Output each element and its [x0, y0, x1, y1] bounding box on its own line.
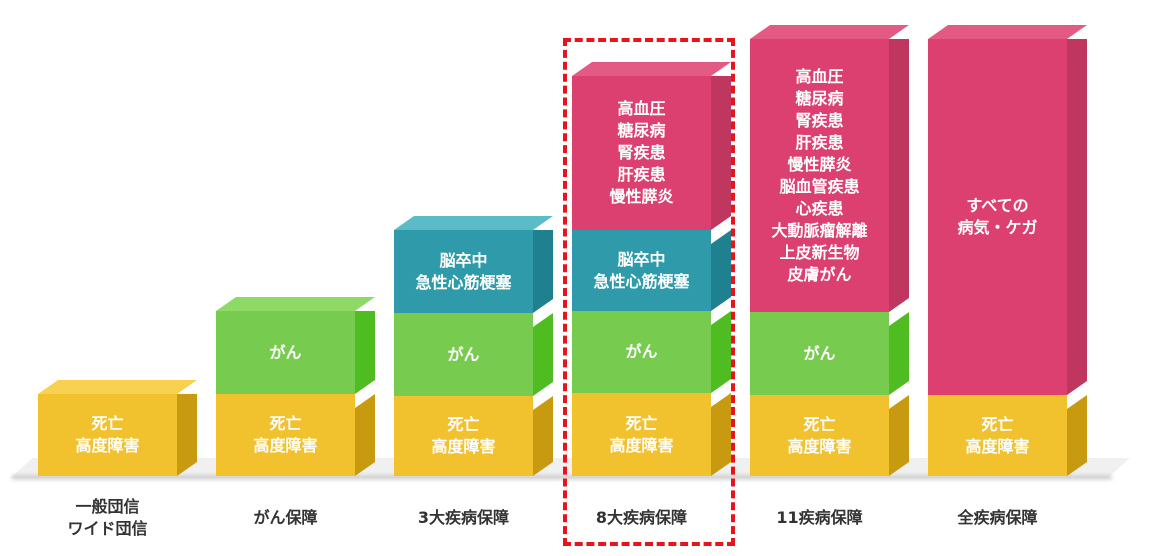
plan-label-line: 11疾病保障	[776, 508, 863, 527]
segment-side-face	[711, 230, 731, 311]
plan-label-line: 全疾病保障	[957, 508, 1038, 527]
plan-label-line: 一般団信	[75, 497, 140, 516]
segment-side-face	[889, 395, 909, 476]
segment-text: 腎疾患	[617, 143, 666, 162]
segment-text: 上皮新生物	[779, 242, 860, 262]
segment-text: 高血圧	[795, 66, 844, 86]
segment-text: 大動脈瘤解離	[771, 220, 868, 240]
segment-stroke: 脳卒中急性心筋梗塞	[572, 230, 711, 311]
bar-top-face	[572, 62, 731, 76]
segment-disease: 高血圧糖尿病腎疾患肝疾患慢性膵炎脳血管疾患心疾患大動脈瘤解離上皮新生物皮膚がん	[750, 39, 889, 312]
highlight-dashed-box	[563, 38, 735, 546]
segment-side-face	[355, 311, 375, 394]
plan-label: 3大疾病保障	[394, 507, 533, 529]
plan-label: 一般団信ワイド団信	[38, 496, 177, 540]
segment-text: 高度障害	[253, 436, 318, 455]
segment-text: 糖尿病	[795, 88, 844, 108]
segment-text: 脳卒中	[439, 250, 488, 270]
plan-label-line: 8大疾病保障	[595, 508, 688, 527]
segment-text: 急性心筋梗塞	[415, 272, 512, 292]
segment-side-face	[711, 311, 731, 393]
segment-text: 死亡	[625, 413, 658, 433]
segment-text: 慢性膵炎	[609, 187, 674, 206]
segment-text: 高度障害	[609, 435, 674, 455]
segment-text: がん	[269, 342, 302, 362]
segment-text: すべての	[966, 196, 1029, 215]
segment-side-face	[533, 230, 553, 313]
segment-side-face	[1067, 395, 1087, 476]
segment-side-face	[711, 76, 731, 230]
segment-text: 高血圧	[617, 99, 666, 118]
segment-text: がん	[447, 344, 480, 364]
plan-label-line: ワイド団信	[67, 519, 148, 538]
segment-disease: 高血圧糖尿病腎疾患肝疾患慢性膵炎	[572, 76, 711, 230]
segment-disease: すべての病気・ケガ	[928, 39, 1067, 395]
segment-text: 急性心筋梗塞	[593, 271, 690, 291]
plan-label: 8大疾病保障	[572, 507, 711, 529]
segment-text: 死亡	[981, 414, 1014, 434]
bar-top-face	[394, 216, 553, 230]
segment-text: がん	[625, 342, 658, 361]
segment-stroke: 脳卒中急性心筋梗塞	[394, 230, 533, 313]
bar-top-face	[38, 380, 197, 394]
plan-label: 全疾病保障	[928, 507, 1067, 529]
segment-side-face	[1067, 39, 1087, 395]
segment-side-face	[533, 396, 553, 476]
plan-label-line: 3大疾病保障	[417, 508, 510, 527]
segment-text: 高度障害	[431, 437, 496, 456]
segment-side-face	[889, 312, 909, 395]
segment-death: 死亡高度障害	[38, 394, 177, 476]
segment-text: がん	[803, 343, 836, 363]
segment-death: 死亡高度障害	[394, 396, 533, 476]
segment-death: 死亡高度障害	[572, 393, 711, 476]
segment-text: 高度障害	[75, 436, 140, 455]
segment-text: 死亡	[803, 414, 836, 434]
segment-side-face	[355, 394, 375, 476]
plan-label: 11疾病保障	[750, 507, 889, 529]
segment-side-face	[533, 313, 553, 396]
segment-text: 死亡	[447, 415, 480, 434]
segment-cancer: がん	[750, 312, 889, 395]
segment-side-face	[711, 393, 731, 476]
plan-label: がん保障	[216, 507, 355, 529]
segment-text: 脳血管疾患	[779, 176, 860, 196]
segment-text: 脳卒中	[617, 249, 666, 269]
segment-cancer: がん	[216, 311, 355, 394]
segment-text: 高度障害	[965, 436, 1030, 456]
bar-top-face	[928, 25, 1087, 39]
bar-top-face	[216, 297, 375, 311]
segment-side-face	[889, 39, 909, 312]
segment-text: 腎疾患	[795, 110, 844, 130]
segment-text: 心疾患	[795, 198, 844, 218]
segment-text: 死亡	[269, 414, 302, 433]
segment-text: 慢性膵炎	[787, 154, 852, 174]
segment-cancer: がん	[394, 313, 533, 396]
segment-death: 死亡高度障害	[216, 394, 355, 476]
segment-cancer: がん	[572, 311, 711, 393]
segment-text: 肝疾患	[795, 132, 844, 152]
floor-shadow	[12, 476, 1112, 479]
segment-text: 糖尿病	[617, 121, 666, 140]
segment-text: 肝疾患	[617, 165, 666, 184]
plan-label-line: がん保障	[253, 508, 318, 527]
segment-death: 死亡高度障害	[928, 395, 1067, 476]
segment-side-face	[177, 394, 197, 476]
segment-text: 病気・ケガ	[957, 218, 1038, 237]
segment-death: 死亡高度障害	[750, 395, 889, 476]
segment-text: 皮膚がん	[787, 264, 852, 284]
segment-text: 死亡	[91, 414, 124, 433]
segment-text: 高度障害	[787, 436, 852, 456]
bar-top-face	[750, 25, 909, 39]
